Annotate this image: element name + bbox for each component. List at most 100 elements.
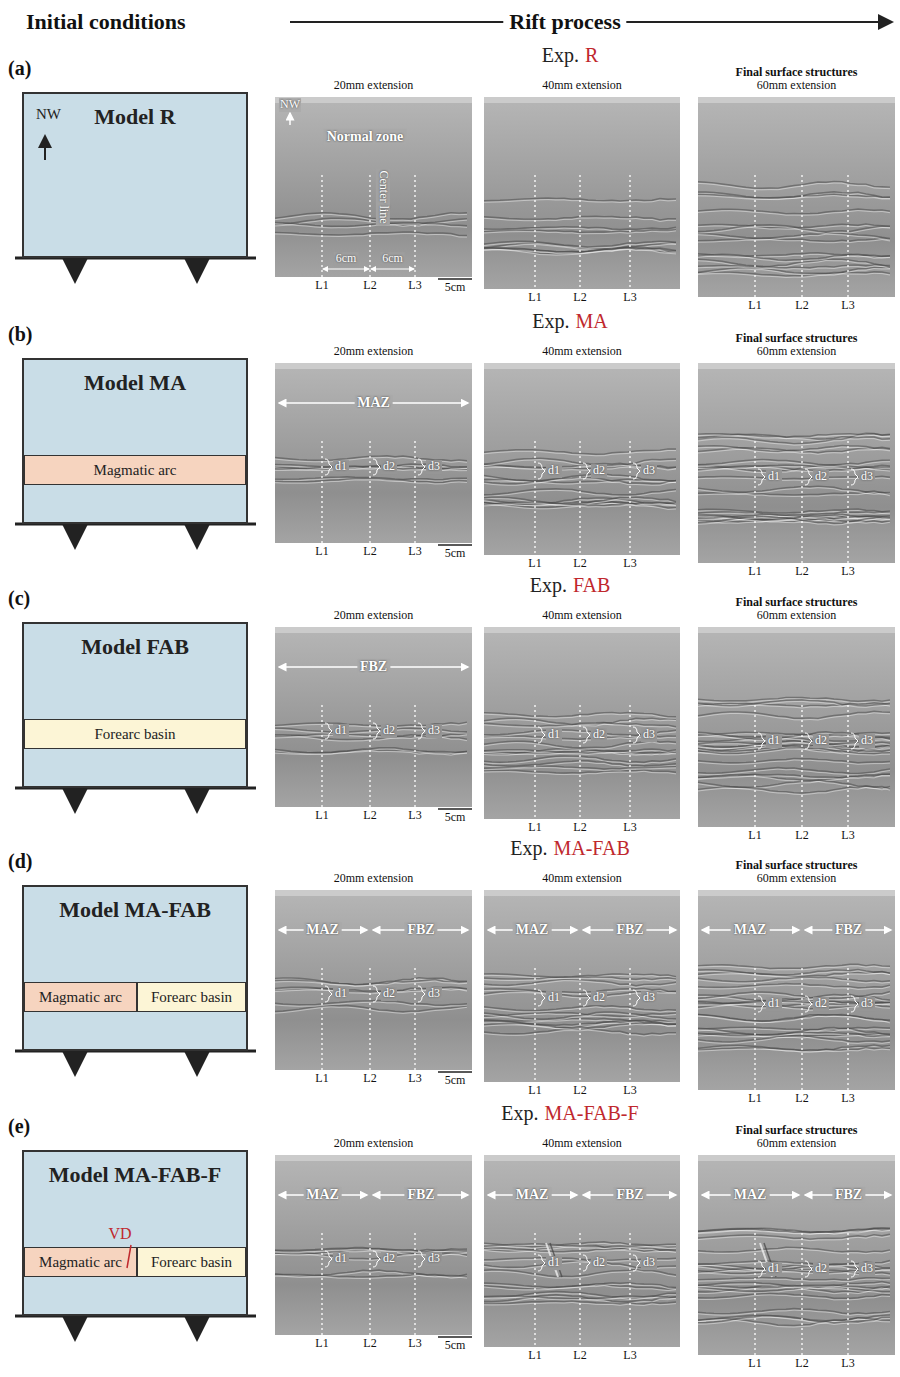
section-line: [629, 705, 630, 819]
model-title: Model MA-FAB: [24, 897, 246, 923]
fault-highlight: [698, 985, 890, 989]
distance-label: d3: [641, 464, 657, 478]
section-label: L1: [748, 299, 761, 313]
fault-highlight: [698, 713, 890, 720]
experiment-prefix: Exp.: [532, 310, 569, 333]
photo-edge: [275, 1155, 472, 1161]
band-label: Forearc basin: [94, 726, 175, 743]
distance-brace: [418, 459, 425, 475]
fault-highlight: [698, 193, 890, 199]
distance-label: d2: [591, 1256, 607, 1270]
section-line: [847, 1233, 848, 1355]
fault-trace: [698, 700, 890, 706]
distance-brace: [583, 990, 590, 1006]
fault-highlight: [698, 1279, 890, 1281]
stage-label: Final surface structures: [736, 596, 858, 610]
fault-trace: [698, 1045, 890, 1051]
stage-label: 20mm extension: [334, 79, 414, 93]
distance-label: d1: [333, 1252, 349, 1266]
section-line: [321, 175, 322, 277]
distance-label: d2: [813, 470, 829, 484]
distance-brace: [851, 733, 858, 749]
model-title: Model MA-FAB-F: [24, 1162, 246, 1188]
model-box: Model MA-FAB-FMagmatic arcForearc basin: [22, 1150, 248, 1316]
distance-label: d2: [813, 997, 829, 1011]
section-label: L3: [841, 1357, 854, 1371]
fault-highlight: [698, 240, 890, 243]
section-line: [369, 175, 370, 277]
discontinuity-label: VD: [108, 1225, 131, 1243]
distance-label: d2: [381, 460, 397, 474]
fault-highlight: [698, 234, 890, 240]
distance-label: d3: [426, 987, 442, 1001]
region-band: Magmatic arc: [24, 1247, 137, 1277]
pull-arrow: [73, 1052, 77, 1073]
scale-bar: [438, 1336, 472, 1338]
dimension-line: [371, 269, 414, 270]
zone-label: FBZ: [832, 922, 865, 938]
zone-label: FBZ: [832, 1187, 865, 1203]
fault-highlight: [698, 966, 890, 970]
zone-label: FBZ: [357, 659, 390, 675]
section-label: L1: [528, 1349, 541, 1363]
stage-label: 60mm extension: [757, 609, 837, 623]
pull-arrow: [73, 259, 77, 280]
section-label: L3: [623, 557, 636, 571]
experiment-prefix: Exp.: [542, 44, 579, 67]
section-label: L3: [408, 545, 421, 559]
section-label: L2: [795, 565, 808, 579]
section-label: L3: [623, 291, 636, 305]
fault-highlight: [275, 1276, 467, 1279]
fault-highlight: [275, 234, 467, 238]
scale-bar: [438, 544, 472, 546]
experiment-photo: [275, 890, 472, 1070]
fault-highlight: [698, 1230, 890, 1235]
dimension-label: 6cm: [380, 252, 405, 266]
fault-highlight: [698, 788, 890, 795]
panel-letter: (b): [8, 323, 32, 346]
section-label: L1: [528, 291, 541, 305]
fault-trace: [698, 1247, 890, 1252]
pull-arrow: [73, 525, 77, 546]
zone-label: FBZ: [404, 922, 437, 938]
section-label: L2: [573, 557, 586, 571]
fault-highlight: [698, 760, 890, 764]
section-label: L2: [573, 291, 586, 305]
section-label: L2: [363, 545, 376, 559]
distance-label: d1: [333, 987, 349, 1001]
distance-label: d3: [426, 1252, 442, 1266]
fault-highlight: [698, 447, 890, 453]
fault-highlight: [698, 269, 890, 275]
pull-arrow: [195, 789, 199, 810]
zone-label: FBZ: [404, 1187, 437, 1203]
experiment-photo: [484, 363, 680, 555]
distance-label: d2: [591, 728, 607, 742]
experiment-photo: [484, 627, 680, 819]
panel-letter: (e): [8, 1115, 30, 1138]
distance-label: d3: [859, 470, 875, 484]
section-label: L2: [573, 821, 586, 835]
section-line: [801, 705, 802, 827]
section-line: [321, 441, 322, 543]
region-band: Magmatic arc: [24, 455, 246, 485]
zone-label: MAZ: [731, 1187, 770, 1203]
experiment-photo: [698, 627, 895, 827]
fault-highlight: [698, 211, 890, 216]
fault-highlight: [698, 1034, 890, 1038]
north-label: NW: [36, 106, 61, 123]
section-line: [754, 705, 755, 827]
experiment-photo: [484, 1155, 680, 1347]
distance-brace: [805, 1261, 812, 1277]
fault-highlight: [275, 981, 467, 986]
section-line: [579, 705, 580, 819]
experiment-photo: [698, 890, 895, 1090]
fault-trace: [698, 758, 890, 762]
distance-brace: [373, 986, 380, 1002]
section-line: [369, 441, 370, 543]
fault-highlight: [698, 1049, 890, 1052]
band-label: Forearc basin: [151, 989, 232, 1006]
model-box: Model FABForearc basin: [22, 622, 248, 788]
zone-label: MAZ: [513, 1187, 552, 1203]
stage-label: 60mm extension: [757, 872, 837, 886]
photo-edge: [275, 627, 472, 633]
